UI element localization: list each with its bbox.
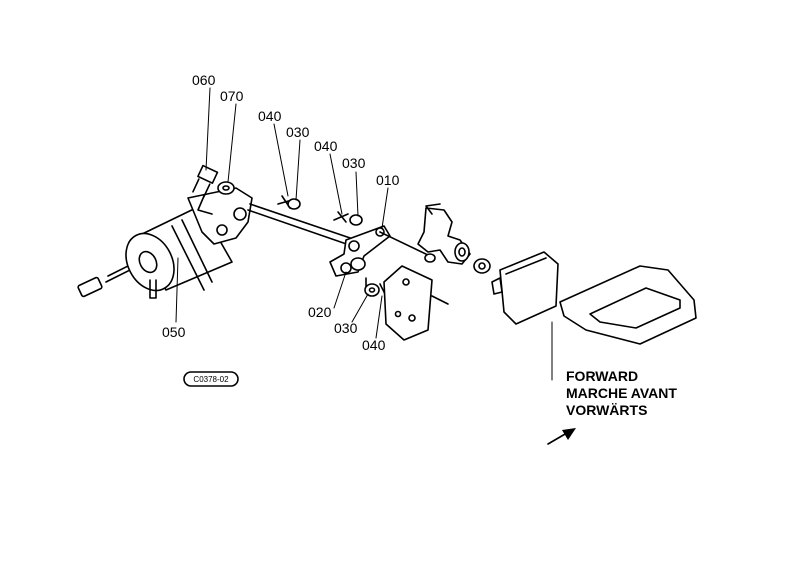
- link-plate: [329, 225, 431, 291]
- label-040-lower: 040: [362, 337, 386, 353]
- label-030-lower: 030: [334, 320, 358, 336]
- mounting-plate: [383, 265, 449, 341]
- label-060: 060: [192, 72, 216, 88]
- solenoid-assembly: [77, 187, 363, 299]
- direction-vorwaerts: VORWÄRTS: [566, 402, 647, 418]
- direction-legend: FORWARD MARCHE AVANT VORWÄRTS: [547, 368, 677, 445]
- rod-clips-and-washers: [277, 195, 363, 226]
- direction-marche-avant: MARCHE AVANT: [566, 385, 677, 401]
- gasket: [551, 265, 697, 381]
- label-040-middle: 040: [314, 138, 338, 154]
- direction-forward: FORWARD: [566, 368, 638, 384]
- bolt-and-washer: [192, 164, 235, 198]
- label-010: 010: [376, 172, 400, 188]
- governor-lever: [417, 203, 491, 274]
- reference-code-badge: C0378-02: [183, 371, 239, 387]
- label-030-middle: 030: [342, 155, 366, 171]
- forward-arrow-icon: [547, 428, 576, 445]
- label-050: 050: [162, 324, 186, 340]
- leader-lines: [175, 87, 389, 339]
- label-070: 070: [220, 88, 244, 104]
- label-020: 020: [308, 304, 332, 320]
- reference-code: C0378-02: [193, 375, 229, 384]
- cover-plate: [491, 251, 559, 325]
- label-040-upper: 040: [258, 108, 282, 124]
- label-030-upper: 030: [286, 124, 310, 140]
- part-labels: 060 070 040 030 040 030 010 050 020 030 …: [162, 72, 400, 353]
